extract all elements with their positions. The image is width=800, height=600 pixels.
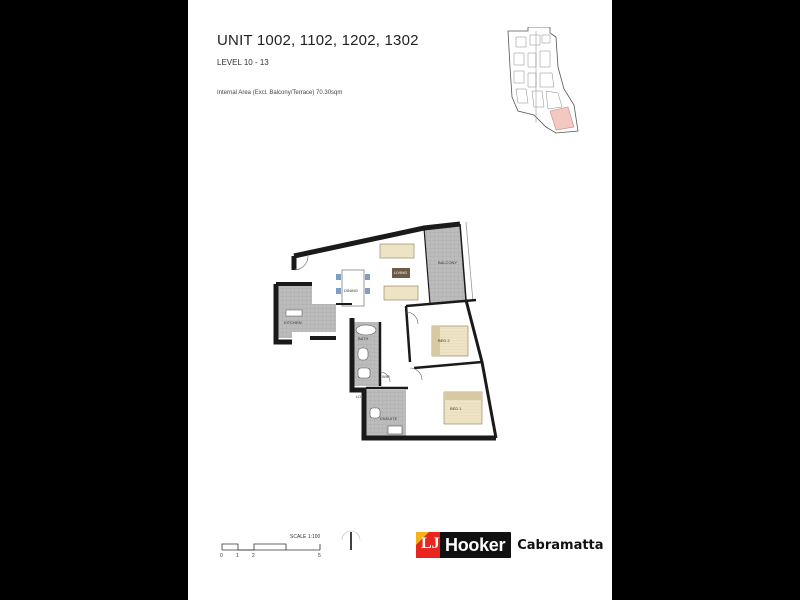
level-label: LEVEL 10 - 13 (217, 58, 269, 67)
logo-mark-text: LJ (421, 535, 440, 552)
room-label-balcony: BALCONY (438, 260, 457, 265)
lj-hooker-logo: LJ Hooker (416, 532, 512, 558)
agency-branding: LJ Hooker Cabramatta (416, 532, 604, 558)
room-label-kitchen: KITCHEN (284, 320, 302, 325)
scale-tick-2: 2 (252, 553, 255, 558)
walls (273, 221, 498, 441)
room-label-living: LIVING (394, 270, 407, 275)
unit-floor-plan: BALCONY LIVING DINING KITCHEN BATH BED 2… (273, 221, 498, 441)
key-plan (507, 27, 579, 134)
scale-label: SCALE 1:100 (290, 534, 321, 540)
logo-wordmark: Hooker (445, 534, 506, 555)
room-label-bed2: BED 2 (438, 338, 450, 343)
scale-bar: SCALE 1:100 0 1 2 5 (220, 534, 321, 558)
door-swings (293, 255, 423, 383)
floor-plan-sheet: UNIT 1002, 1102, 1202, 1302 LEVEL 10 - 1… (188, 0, 612, 600)
unit-title: UNIT 1002, 1102, 1202, 1302 (217, 32, 419, 49)
kitchen (276, 284, 336, 338)
room-label-wir: WIR (382, 374, 390, 379)
room-label-ensuite: ENSUITE (380, 416, 398, 421)
bed2 (406, 300, 482, 368)
ensuite (366, 390, 406, 436)
bed1 (414, 362, 492, 440)
balcony (424, 221, 474, 304)
room-label-bath: BATH (358, 336, 368, 341)
scale-tick-1: 1 (236, 553, 239, 558)
room-label-bed1: BED 1 (450, 406, 462, 411)
scale-tick-5: 5 (318, 553, 321, 558)
living-furniture (336, 243, 419, 307)
scale-tick-0: 0 (220, 553, 223, 558)
highlighted-unit (549, 106, 575, 131)
room-label-dining: DINING (344, 288, 358, 293)
bath (354, 322, 380, 386)
internal-area-label: Internal Area (Excl. Balcony/Terrace) 70… (217, 90, 343, 96)
north-arrow-icon (341, 530, 361, 550)
office-name: Cabramatta (517, 537, 604, 553)
room-label-ldy: LDY (356, 394, 364, 399)
lj-logo-mark-icon: LJ (416, 532, 440, 558)
